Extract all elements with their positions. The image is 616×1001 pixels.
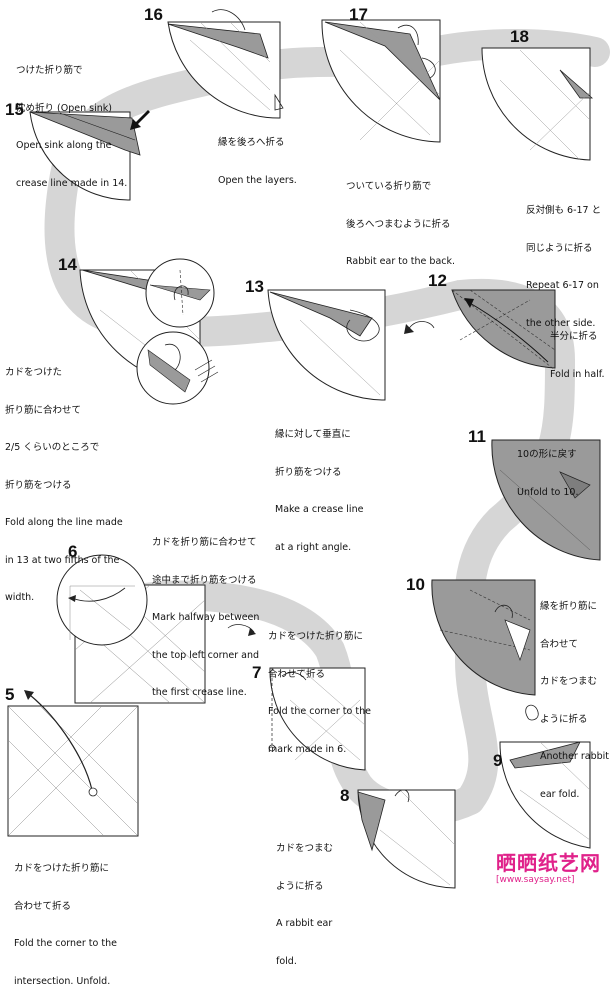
step-6-figure [56,554,206,704]
caption-line: カドを折り筋に合わせて [152,537,257,548]
watermark-title: 晒晒纸艺网 [496,851,601,875]
step-5-number: 5 [5,685,15,704]
caption-line: つけた折り筋で [16,65,83,76]
diagram-drawing [7,9,610,889]
caption-line: カドをつまむ [276,843,334,854]
step-15-figure [29,110,150,201]
step-18-number: 18 [510,27,529,46]
step-17-figure [321,19,441,143]
step-10-caption: 縁を折り筋に 合わせて カドをつまむ ように折る Another rabbit … [540,576,609,814]
step-6-number: 6 [68,542,78,561]
step-13-caption: 縁に対して垂直に 折り筋をつける Make a crease line at a… [275,404,363,567]
caption-line: 沈め折り (Open sink) [16,102,112,114]
caption-line: カドをつけた折り筋に [14,863,110,874]
caption-line: 半分に折る [550,331,598,342]
step-16-figure [167,9,284,119]
caption-line: Another rabbit [540,751,610,762]
step-14-figure [79,258,219,405]
step-11-number: 11 [468,427,486,446]
caption-line: 縁を折り筋に [540,601,598,612]
step-5-figure [7,690,139,837]
caption-line: the first crease line. [152,687,247,698]
caption-line: 同じように折る [526,242,593,254]
step-16-caption: 縁を後ろへ折る Open the layers. [218,112,297,200]
caption-line: A rabbit ear [276,918,333,929]
caption-line: 合わせて折る [14,900,72,912]
step-17-caption: ついている折り筋で 後ろへつまむように折る Rabbit ear to the … [346,156,455,281]
caption-line: Fold in half. [550,368,605,380]
caption-line: Fold the corner to the [14,938,117,949]
step-14-number: 14 [58,255,77,274]
caption-line: at a right angle. [275,541,352,553]
caption-line: the top left corner and [152,649,260,661]
step-9-figure [499,704,591,849]
step-18-caption: 反対側も 6-17 と 同じように折る Repeat 6-17 on the o… [526,180,601,343]
caption-line: ように折る [540,713,588,725]
caption-line: Fold along the line made [5,517,123,528]
step-12-number: 12 [428,271,447,290]
caption-line: 折り筋に合わせて [5,404,82,416]
step-6-caption: カドを折り筋に合わせて 途中まで折り筋をつける Mark halfway bet… [152,512,259,712]
step-15-caption: つけた折り筋で 沈め折り (Open sink) Open sink along… [16,40,127,203]
caption-line: in 13 at two fifths of the [5,554,120,566]
caption-line: Repeat 6-17 on [526,280,599,291]
caption-line: ように折る [276,880,324,892]
caption-line: カドをつけた折り筋に [268,631,364,642]
caption-line: mark made in 6. [268,743,347,755]
step-8-figure [357,789,456,889]
step-10-number: 10 [406,575,425,594]
caption-line: 折り筋をつける [5,479,72,491]
step-11-caption: 10の形に戻す Unfold to 10. [517,424,579,512]
step-16-number: 16 [144,5,163,24]
caption-line: 縁を後ろへ折る [218,137,285,148]
origami-diagram: 16 17 18 15 14 13 12 11 6 10 7 5 9 8 つけた… [5,5,610,987]
step-5-caption: カドをつけた折り筋に 合わせて折る Fold the corner to the… [14,838,117,1001]
caption-line: Mark halfway between [152,612,260,623]
caption-line: Open sink along the [16,140,112,151]
step-8-caption: カドをつまむ ように折る A rabbit ear fold. [276,818,333,981]
flow-path [44,29,610,815]
step-18-figure [481,47,594,161]
caption-line: fold. [276,955,297,967]
caption-line: Unfold to 10. [517,486,579,498]
caption-line: 途中まで折り筋をつける [152,574,257,586]
caption-line: 合わせて [540,638,579,650]
step-17-number: 17 [349,5,368,24]
step-9-number: 9 [493,751,503,770]
step-11-figure [491,439,601,561]
caption-line: the other side. [526,317,596,329]
caption-line: 折り筋をつける [275,466,342,478]
step-8-number: 8 [340,786,350,805]
step-14-caption: カドをつけた 折り筋に合わせて 2/5 くらいのところで 折り筋をつける Fol… [5,342,123,617]
caption-line: Open the layers. [218,174,297,186]
caption-line: Make a crease line [275,504,364,515]
caption-line: crease line made in 14. [16,177,128,189]
step-12-figure [451,289,556,371]
caption-line: カドをつけた [5,367,63,378]
caption-line: 縁に対して垂直に [275,429,351,440]
step-10-figure [431,579,536,696]
caption-line: ear fold. [540,788,580,800]
watermark: 晒晒纸艺网 [www.saysay.net] [496,852,601,886]
step-13-figure [267,289,435,401]
step-13-number: 13 [245,277,264,296]
step-7-caption: カドをつけた折り筋に 合わせて折る Fold the corner to the… [268,606,371,769]
caption-line: 2/5 くらいのところで [5,442,100,453]
caption-line: カドをつまむ [540,676,598,687]
caption-line: 後ろへつまむように折る [346,218,451,230]
caption-line: ついている折り筋で [346,181,432,192]
step-12-caption: 半分に折る Fold in half. [550,306,604,394]
step-15-number: 15 [5,100,24,119]
caption-line: width. [5,592,35,603]
watermark-url: [www.saysay.net] [496,875,575,885]
caption-line: 10の形に戻す [517,449,577,460]
caption-line: 合わせて折る [268,668,326,680]
step-7-figure [268,667,366,771]
caption-line: Fold the corner to the [268,706,371,717]
caption-line: intersection. Unfold. [14,975,111,987]
caption-line: Rabbit ear to the back. [346,256,456,267]
step-7-number: 7 [252,663,262,682]
caption-line: 反対側も 6-17 と [526,205,602,216]
